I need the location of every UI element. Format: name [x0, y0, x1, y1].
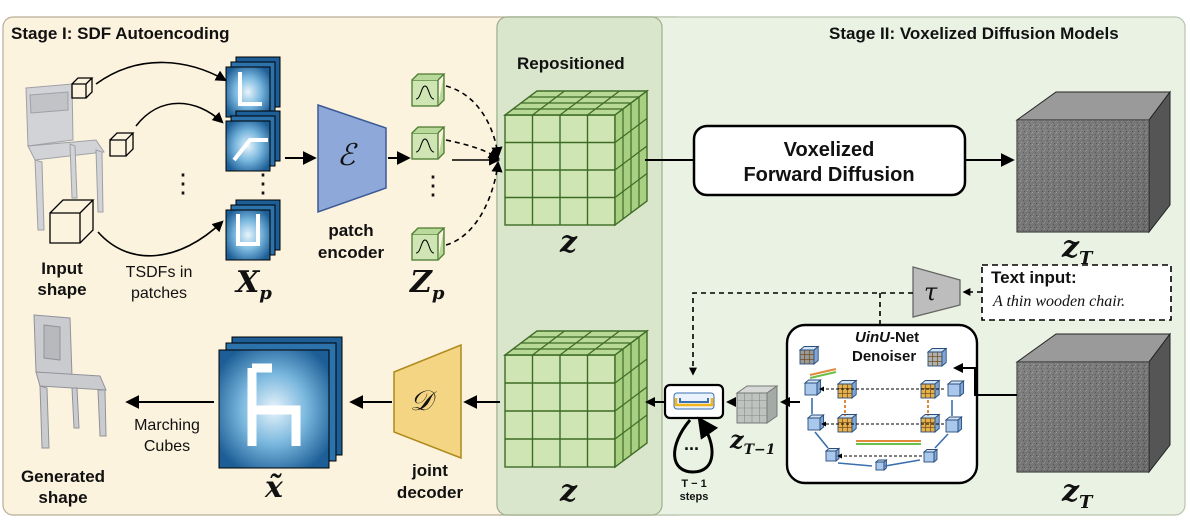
stage2-title: Stage II: Voxelized Diffusion Models	[829, 24, 1119, 43]
patch-curved-arrows	[95, 61, 227, 257]
arrow-noise-to-denoiser	[953, 363, 1017, 396]
input-chair-shape	[25, 83, 105, 231]
loop-arrow	[673, 416, 719, 474]
latent-dots: ⋮	[420, 170, 446, 200]
noise-cube-bottom	[1015, 332, 1171, 474]
unet-block	[920, 417, 936, 433]
loop-dots: ...	[684, 434, 700, 454]
tau-symbol: τ	[924, 278, 938, 306]
zp-label: Zp	[410, 265, 445, 304]
output-sdf-stack	[218, 336, 343, 469]
zT-bottom-label: zT	[1062, 474, 1093, 513]
zT1-label: zT−1	[730, 425, 776, 458]
generated-chair-shape	[33, 314, 107, 449]
unet-block	[875, 461, 885, 471]
stage1-title: Stage I: SDF Autoencoding	[11, 24, 230, 43]
unet-block	[837, 417, 853, 433]
unet-block	[923, 451, 935, 463]
tau-encoder-shape	[912, 266, 961, 318]
unet-block	[807, 417, 821, 431]
z-bottom-label: z	[560, 474, 578, 509]
patch-cubes	[49, 77, 135, 244]
decoder-symbol: 𝒟	[410, 384, 433, 417]
sdf-stack-dots: ⋮	[250, 168, 276, 198]
latent-patch-boxes	[411, 73, 446, 261]
text-input-title: Text input:	[991, 268, 1077, 287]
noise-cube-top	[1015, 90, 1171, 234]
joint-decoder-shape	[393, 343, 462, 460]
unet-block	[804, 382, 818, 396]
latent-grid-bottom	[502, 329, 650, 469]
text-input-value: A thin wooden chair.	[993, 293, 1126, 310]
unet-block	[945, 419, 959, 433]
sdf-patch-stack-3	[225, 199, 281, 261]
unet-block	[947, 383, 961, 397]
unet-block	[825, 450, 837, 462]
sdf-patch-stack-2	[225, 110, 281, 172]
xp-label: Xp	[236, 265, 272, 304]
z-top-label: z	[560, 225, 578, 260]
denoiser-label: Denoiser	[852, 348, 917, 365]
x-tilde-label: x̃	[265, 470, 283, 505]
latent-dashed-arrows	[445, 85, 503, 246]
sdf-patch-stack-1	[225, 56, 281, 118]
patch-encoder-shape	[317, 103, 387, 214]
repositioned-label: Repositioned	[517, 54, 625, 73]
encoder-symbol: ℰ	[337, 138, 356, 173]
unet-block	[837, 383, 853, 399]
sdf-dots: ⋮	[170, 168, 196, 198]
intermediate-latent-cube	[735, 385, 779, 424]
unet-block	[920, 383, 936, 399]
text-input-box	[981, 264, 1172, 321]
unet-internal-diagram	[798, 345, 965, 471]
latent-grid-top	[502, 89, 650, 227]
uinu-net-label: UinU-Net	[855, 329, 920, 346]
unet-block	[927, 351, 943, 367]
unet-block	[799, 349, 815, 365]
zT-top-label: zT	[1062, 230, 1093, 269]
